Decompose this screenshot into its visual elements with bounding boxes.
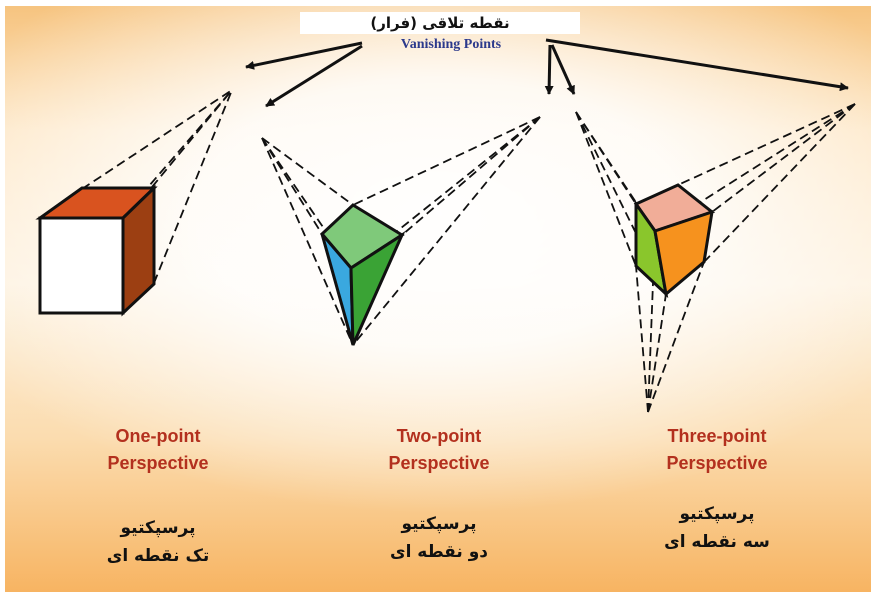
one-point-label-fa-line1: پرسپکتیو [120, 518, 196, 538]
two-point-label-line2: Perspective [388, 453, 490, 473]
three-point-label-persian: پرسپکتیو سه نقطه ای [597, 500, 837, 556]
two-point-projection-lines [261, 116, 541, 346]
three-point-right-face [653, 209, 714, 297]
one-point-label-line1: One-point [115, 426, 201, 446]
one-point-label-persian: پرسپکتیو تک نقطه ای [38, 514, 278, 570]
two-point-label-fa-line2: دو نقطه ای [389, 542, 489, 562]
three-point-label-line2: Perspective [666, 453, 768, 473]
three-point-label-fa-line1: پرسپکتیو [679, 504, 755, 524]
arrow-to-vp-two-point-left [265, 44, 363, 108]
frame-border-right [871, 0, 877, 592]
arrow-to-vp-three-point-right [545, 38, 849, 92]
title-english: Vanishing Points [400, 37, 502, 52]
two-point-label-line1: Two-point [396, 426, 482, 446]
two-point-label-fa-line1: پرسپکتیو [401, 514, 477, 534]
one-point-label-fa-line2: تک نقطه ای [106, 546, 210, 566]
one-point-label-line2: Perspective [107, 453, 209, 473]
three-point-label-fa-line2: سه نقطه ای [664, 532, 770, 552]
three-point-label-english: Three-point Perspective [597, 423, 837, 477]
three-point-projection-lines [575, 103, 856, 413]
arrow-to-vp-two-point-right [544, 44, 554, 95]
two-point-right-face [349, 230, 406, 346]
two-point-label-english: Two-point Perspective [319, 423, 559, 477]
three-point-label-line1: Three-point [667, 426, 767, 446]
one-point-projection-lines [81, 89, 233, 284]
arrow-to-vp-one-point [245, 41, 363, 70]
frame-border-top [0, 0, 877, 6]
arrow-to-vp-three-point-left [550, 44, 576, 95]
one-point-front-face [38, 216, 125, 315]
frame-border-left [0, 0, 5, 592]
one-point-label-english: One-point Perspective [38, 423, 278, 477]
three-point-cube [575, 103, 856, 413]
two-point-label-persian: پرسپکتیو دو نقطه ای [319, 510, 559, 566]
one-point-cube [35, 89, 233, 317]
vanishing-point-arrows [245, 38, 849, 108]
title-persian: نقطه تلاقی (فرار) [300, 12, 580, 34]
two-point-prism [261, 116, 541, 346]
